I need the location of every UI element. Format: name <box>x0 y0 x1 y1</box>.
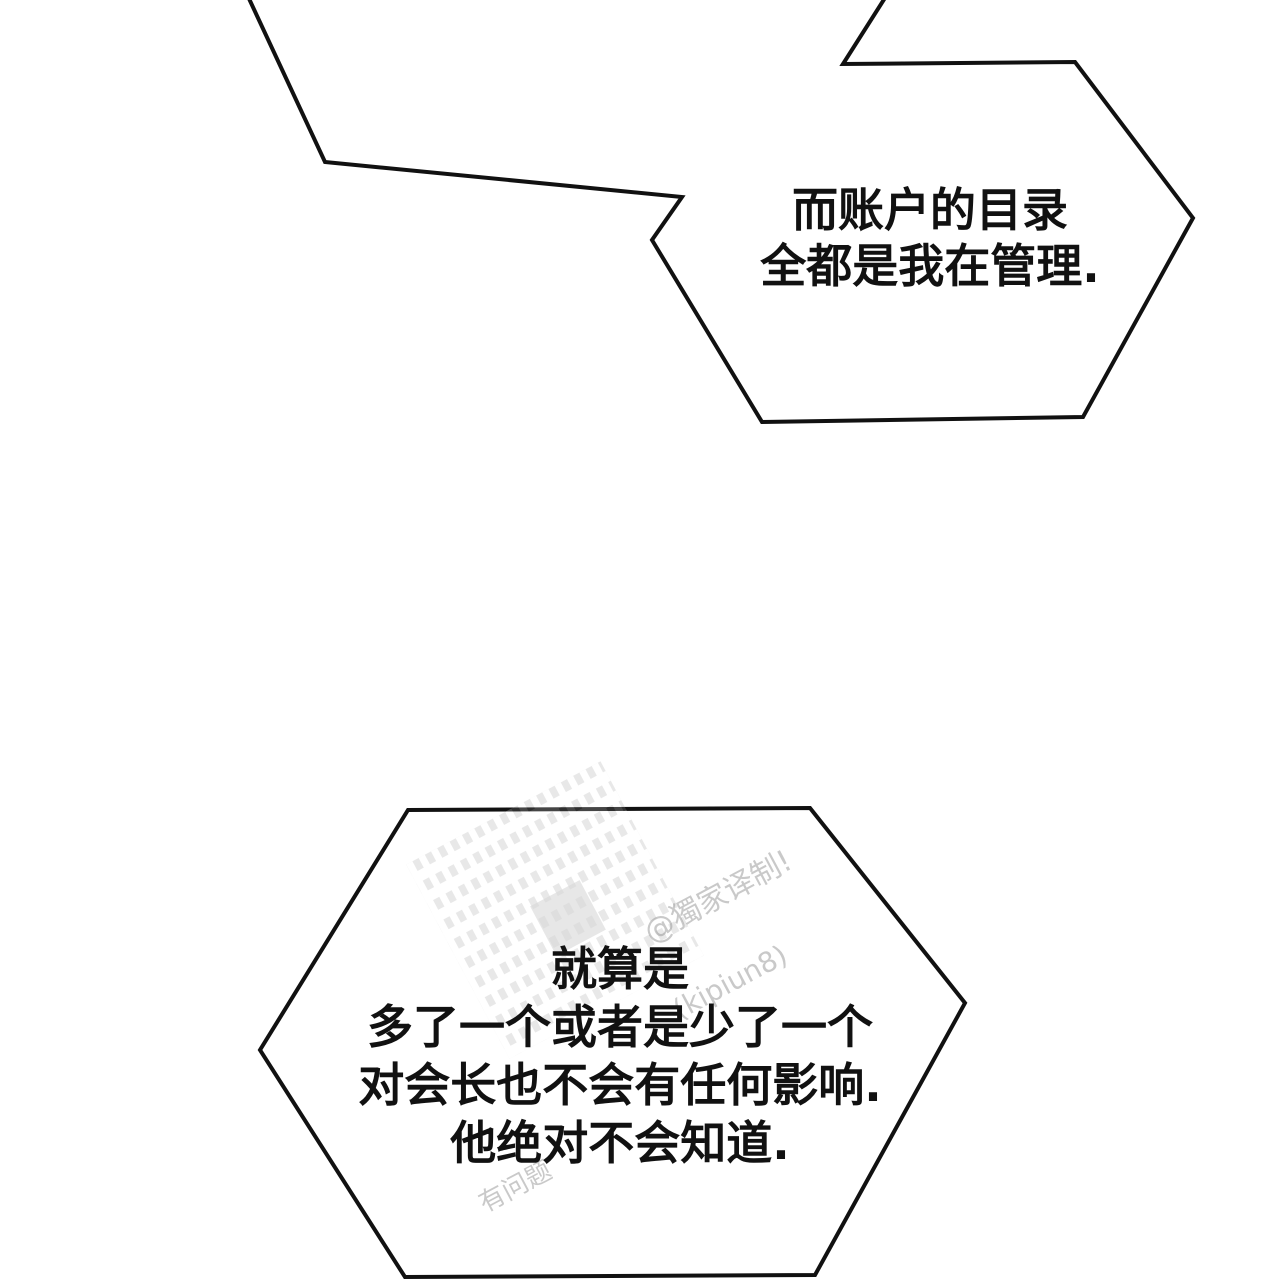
dialogue-line: 全都是我在管理. <box>760 239 1100 293</box>
dialogue-line: 多了一个或者是少了一个 <box>367 1000 873 1054</box>
speech-bubble-top <box>247 0 1196 425</box>
speech-bubble-bottom-text: 就算是 多了一个或者是少了一个 对会长也不会有任何影响. 他绝对不会知道. <box>300 940 940 1172</box>
dialogue-line: 对会长也不会有任何影响. <box>358 1058 882 1112</box>
dialogue-line: 而账户的目录 <box>792 183 1068 237</box>
speech-bubble-top-text: 而账户的目录 全都是我在管理. <box>700 182 1160 294</box>
speech-bubble-bottom <box>257 805 968 1280</box>
dialogue-line: 就算是 <box>551 942 689 996</box>
dialogue-line: 他绝对不会知道. <box>450 1116 790 1170</box>
